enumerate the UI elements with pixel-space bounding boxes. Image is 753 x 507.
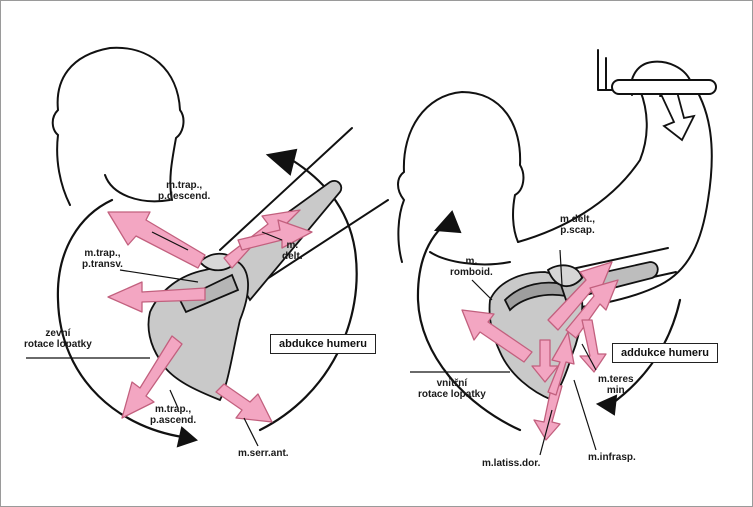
right-bar bbox=[612, 80, 716, 94]
box-addukce-humeru: addukce humeru bbox=[612, 343, 718, 363]
label-delt: m. delt. bbox=[282, 240, 303, 262]
label-internal-rotation: vnitřní rotace lopatky bbox=[418, 378, 486, 400]
right-head-outline bbox=[398, 92, 523, 262]
label-teres-min: m.teres min bbox=[598, 374, 634, 396]
left-abduction-arrowhead bbox=[268, 150, 296, 174]
label-delt-scap: m.delt., p.scap. bbox=[560, 214, 595, 236]
box-abdukce-humeru: abdukce humeru bbox=[270, 334, 376, 354]
right-rotation-arrowhead bbox=[436, 212, 460, 232]
label-trap-transv: m.trap., p.transv. bbox=[82, 248, 123, 270]
left-rotation-arrowhead bbox=[178, 428, 196, 446]
label-external-rotation: zevní rotace lopatky bbox=[24, 328, 92, 350]
label-trap-descend: m.trap., p.descend. bbox=[158, 180, 210, 202]
left-arrow-serr bbox=[216, 384, 272, 422]
label-infrasp: m.infrasp. bbox=[588, 452, 636, 463]
label-rhomboid: m. romboid. bbox=[450, 256, 493, 278]
right-adduction-arrowhead bbox=[598, 396, 616, 414]
right-downward-force-arrow bbox=[660, 88, 694, 140]
label-serr-ant: m.serr.ant. bbox=[238, 448, 289, 459]
label-latiss-dor: m.latiss.dor. bbox=[482, 458, 540, 469]
label-trap-ascend: m.trap., p.ascend. bbox=[150, 404, 196, 426]
